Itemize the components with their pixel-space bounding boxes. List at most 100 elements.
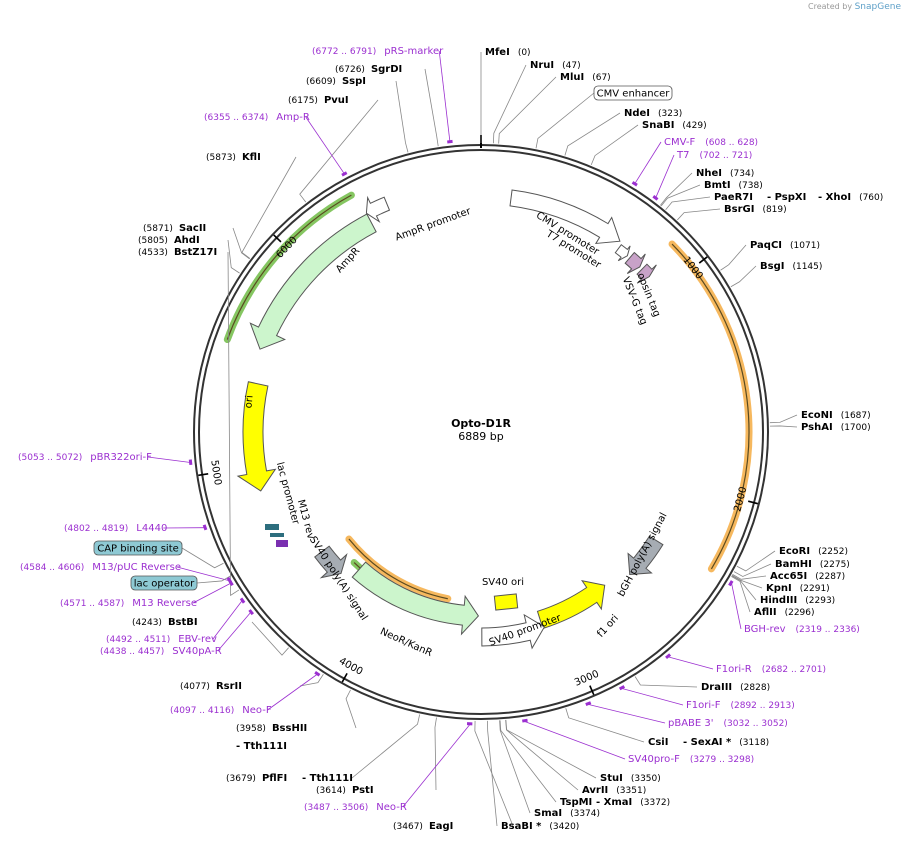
leader-line <box>731 576 751 613</box>
site-tth111i: - Tth111I <box>302 773 353 784</box>
boxed-label-cmv-enhancer: CMV enhancer <box>593 85 673 101</box>
primer-coord: (2682 .. 2701) <box>762 665 826 675</box>
site-nrui: NruI(47) <box>530 60 581 71</box>
primer-mark <box>188 459 193 466</box>
feature-ori <box>236 381 277 492</box>
feature-label-ori: ori <box>243 395 255 409</box>
primer-coord: (5053 .. 5072) <box>18 453 82 463</box>
primer-leader <box>655 154 675 198</box>
site-coord: (2287) <box>815 572 845 582</box>
primer-name: F1ori-F <box>686 700 721 711</box>
leader-line <box>474 720 514 827</box>
site-coord: (738) <box>739 181 763 191</box>
site-aflii: AflII(2296) <box>754 607 815 618</box>
feature-sv40-ori <box>493 593 519 611</box>
primer-coord: (2319 .. 2336) <box>796 625 860 635</box>
site-coord: (67) <box>592 73 610 83</box>
site-name: MfeI <box>485 47 510 58</box>
leader-line <box>660 184 701 207</box>
primer-sv40pa-r: (4438 .. 4457)SV40pA-R <box>100 646 222 657</box>
site-name: NdeI <box>624 108 650 119</box>
feature-ampr <box>249 213 377 350</box>
leader-line <box>345 689 357 729</box>
site-mfei: MfeI(0) <box>485 47 531 58</box>
site-name: KflI <box>242 152 261 163</box>
leader-line <box>227 251 240 597</box>
site-hindiii: HindIII(2293) <box>760 595 835 606</box>
site-name: AvrII <box>582 785 608 796</box>
leader-line <box>434 717 437 791</box>
primer-name: L4440 <box>136 523 167 534</box>
leader-line <box>732 574 767 580</box>
tick-label: 2000 <box>732 486 749 513</box>
site-name: KpnI <box>766 583 792 594</box>
primer-mark <box>652 195 659 201</box>
site-coord: (5871) <box>143 224 173 234</box>
site-coord: (1071) <box>790 241 820 251</box>
primer-m13-puc-reverse: (4584 .. 4606)M13/pUC Reverse <box>20 562 181 573</box>
site-coord: (3118) <box>739 738 769 748</box>
neor-highlight-orange-line <box>348 538 448 600</box>
site-name: - XhoI <box>818 192 851 203</box>
site-coord: (2275) <box>820 560 850 570</box>
site-name: SgrDI <box>371 64 402 75</box>
site-bsrgi: BsrGI(819) <box>724 204 787 215</box>
leader-line <box>505 719 579 791</box>
snapgene-credit: Created by SnapGene <box>808 2 901 12</box>
site-tth111i: - Tth111I <box>236 741 287 752</box>
primer-leader <box>634 141 662 184</box>
site-name: MluI <box>560 72 584 83</box>
primer-marks <box>188 139 734 726</box>
site-coord: (1687) <box>841 411 871 421</box>
site-name: BamHI <box>775 559 812 570</box>
primer-name: pBABE 3' <box>668 718 714 729</box>
primer-coord: (4097 .. 4116) <box>170 706 234 716</box>
feature-f1-ori <box>536 580 606 630</box>
primer-name: SV40pro-F <box>628 754 680 765</box>
site-coord: (2291) <box>800 584 830 594</box>
site-coord: (5805) <box>138 236 168 246</box>
site-snabi: SnaBI (429) <box>642 120 707 131</box>
leader-line <box>677 208 721 221</box>
site-name: BssHII <box>272 723 307 734</box>
site-econi: EcoNI(1687) <box>801 410 871 421</box>
feature-cmv-promoter <box>509 189 621 245</box>
feature-sv40-promoter <box>481 613 546 650</box>
feature-bgh-poly-a-signal <box>627 535 664 576</box>
site-paqci: PaqCI(1071) <box>750 240 820 251</box>
primer-coord: (608 .. 628) <box>705 138 758 148</box>
tick-mark <box>747 500 759 505</box>
primer-coord: (4571 .. 4587) <box>60 599 124 609</box>
site-nhei: NheI(734) <box>696 168 754 179</box>
lac-operator-mark <box>270 533 284 537</box>
site-pshai: PshAI(1700) <box>801 422 871 433</box>
primer-coord: (4438 .. 4457) <box>100 647 164 657</box>
leader-line <box>498 76 557 144</box>
site-coord: (3614) <box>316 786 346 796</box>
primer-mark <box>248 609 254 616</box>
feature-label-neor-kanr: NeoR/KanR <box>378 626 434 659</box>
feature-label-lac-promoter: lac promoter <box>274 461 301 527</box>
leader-line <box>731 575 757 601</box>
leader-line <box>769 414 798 424</box>
m13-mark <box>276 540 288 547</box>
site-name: SnaBI <box>642 120 674 131</box>
site-sgrdi: (6726)SgrDI <box>335 64 402 75</box>
primer-l4440: (4802 .. 4819)L4440 <box>64 523 167 534</box>
primer-mark <box>728 580 734 587</box>
primer-name: M13 Reverse <box>132 598 197 609</box>
primer-leader <box>192 583 231 604</box>
site-coord: (6175) <box>288 96 318 106</box>
site-avrii: AvrII(3351) <box>582 785 646 796</box>
tick-label: 5000 <box>208 459 223 486</box>
primer-coord: (6772 .. 6791) <box>312 47 376 57</box>
primer-mark <box>665 653 672 660</box>
boxed-label-lac-operator: lac operator <box>130 575 198 591</box>
plasmid-size: 6889 bp <box>458 430 503 443</box>
primer-name: BGH-rev <box>744 624 786 635</box>
site-ahdi: (5805)AhdI <box>138 235 200 246</box>
site-eagi: (3467)EagI <box>393 821 453 832</box>
site-coord: (429) <box>682 121 706 131</box>
primer-mark <box>447 139 453 144</box>
site-name: Acc65I <box>770 571 807 582</box>
